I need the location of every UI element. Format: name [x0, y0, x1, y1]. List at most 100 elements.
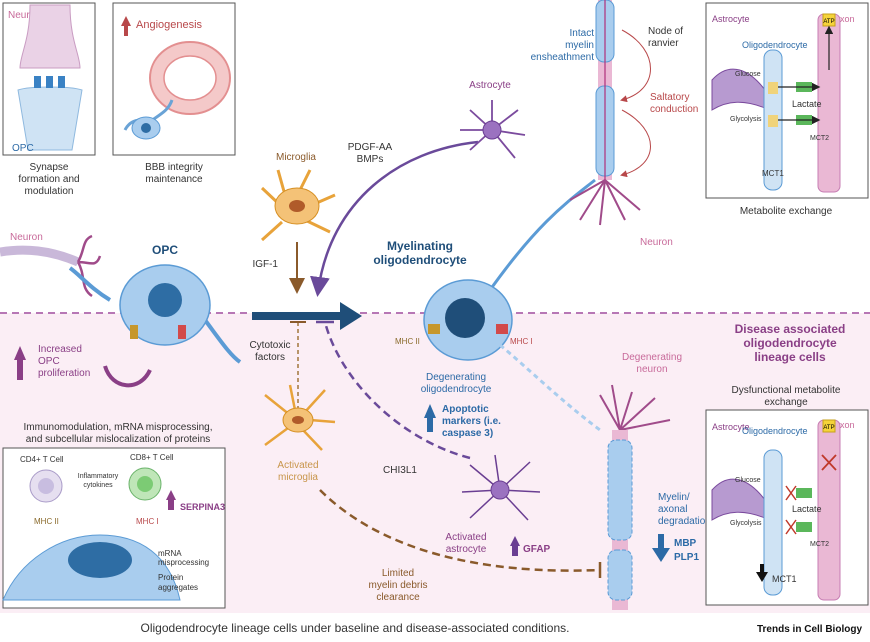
metab-mct2-label: MCT2: [810, 135, 829, 142]
activated-astrocyte-line2: astrocyte: [446, 544, 487, 555]
activated-astrocyte-cell: Activated astrocyte GFAP: [445, 454, 551, 556]
mbp-label: MBP: [674, 538, 697, 549]
degenerating-neuron: Degenerating neuron Myelin/ axonal degra…: [599, 352, 711, 610]
limited-debris-line3: clearance: [376, 592, 420, 603]
left-neuron-label: Neuron: [10, 232, 43, 243]
saltatory-label-line1: Saltatory: [650, 92, 689, 103]
activated-astrocyte-line1: Activated: [445, 532, 486, 543]
opc-label: OPC: [152, 243, 178, 257]
activated-microglia-cell: Activated microglia: [264, 384, 336, 483]
aggregates-line1: Protein: [158, 573, 183, 582]
mrna-line1: mRNA: [158, 549, 182, 558]
synapse-caption-line3: modulation: [25, 186, 74, 197]
apoptotic-line3: caspase 3): [442, 428, 493, 439]
left-neuron: Neuron: [0, 232, 102, 298]
degenerating-oligo-line1: Degenerating: [426, 372, 486, 383]
mct1-down-arrow-icon: [756, 564, 768, 582]
metab-atp-label: ATP: [823, 19, 834, 25]
degenerating-process: [499, 343, 601, 432]
myelin-axonal-line1: Myelin/: [658, 492, 690, 503]
figure-caption: Oligodendrocyte lineage cells under base…: [141, 621, 570, 635]
microglia-label: Microglia: [276, 152, 316, 163]
immuno-mhc1-label: MHC I: [136, 517, 159, 526]
panel-dysfunctional-metabolite: Dysfunctional metabolite exchange Astroc…: [705, 385, 869, 606]
mrna-line2: misprocessing: [158, 558, 209, 567]
immuno-title-line2: and subcellular mislocalization of prote…: [26, 434, 211, 445]
increased-opc-line1: Increased: [38, 344, 82, 355]
presynaptic-neuron-shape: [19, 4, 81, 69]
myelinating-label-line1: Myelinating: [387, 239, 453, 253]
degenerating-neuron-line1: Degenerating: [622, 352, 682, 363]
increased-opc-line3: proliferation: [38, 368, 90, 379]
bbb-caption-line2: maintenance: [145, 174, 203, 185]
opc-cell: OPC: [68, 243, 242, 364]
plp1-label: PLP1: [674, 552, 699, 563]
dysfunctional-title-line2: exchange: [764, 397, 808, 408]
immuno-mhc2-label: MHC II: [34, 517, 59, 526]
metab-axon-label: Axon: [834, 14, 855, 24]
mbp-down-arrow-icon: [652, 534, 670, 562]
activated-microglia-line1: Activated: [277, 460, 318, 471]
gfap-up-arrow-icon: [510, 536, 520, 556]
bbb-caption-line1: BBB integrity: [145, 162, 203, 173]
opc-process-shape: [17, 86, 83, 151]
dys-oligodendrocyte-label: Oligodendrocyte: [742, 426, 808, 436]
cytotoxic-line2: factors: [255, 352, 285, 363]
dys-lactate-label: Lactate: [792, 504, 822, 514]
angiogenesis-up-arrow-icon: [121, 16, 131, 36]
panel-immunomodulation: Immunomodulation, mRNA misprocessing, an…: [2, 422, 226, 609]
panel-metabolite-exchange: Astrocyte Oligodendrocyte Axon ATP Gluco…: [705, 2, 869, 217]
serpina3-up-arrow-icon: [166, 490, 176, 510]
activated-microglia-line2: microglia: [278, 472, 318, 483]
synapse-neuron-label: Neuron: [8, 10, 41, 21]
metab-caption: Metabolite exchange: [740, 206, 833, 217]
metab-glucose-label: Glucose: [735, 71, 761, 78]
disease-title-line1: Disease associated: [735, 322, 846, 336]
astrocyte-label: Astrocyte: [469, 80, 511, 91]
mhc2-label: MHC II: [395, 337, 420, 346]
proliferation-cycle-arrow-icon: [103, 365, 152, 388]
myelinating-oligodendrocyte: Myelinating oligodendrocyte MHC II MHC I: [373, 178, 596, 361]
mhc1-label: MHC I: [510, 337, 533, 346]
node-label-line2: ranvier: [648, 38, 679, 49]
differentiation-arrow: [252, 302, 362, 330]
cytokines-line1: Inflammatory: [78, 473, 119, 480]
cd8-label: CD8+ T Cell: [130, 453, 174, 462]
serpina3-label: SERPINA3: [180, 502, 225, 512]
degenerating-oligo-line2: oligodendrocyte: [421, 384, 492, 395]
journal-brand: Trends in Cell Biology: [757, 624, 862, 635]
aggregates-line2: aggregates: [158, 583, 198, 592]
myelinated-axon: Intact myelin ensheathment Node of ranvi…: [531, 0, 698, 248]
chi3l1-label: CHI3L1: [383, 465, 417, 476]
debris-clearance-dashed-path: [319, 489, 601, 572]
astrocyte-cell: Astrocyte: [460, 80, 526, 159]
limited-debris-line1: Limited: [382, 568, 414, 579]
panel-bbb: Angiogenesis BBB integrity maintenance: [112, 2, 236, 185]
intact-myelin-line3: ensheathment: [531, 52, 595, 63]
metab-oligodendrocyte-label: Oligodendrocyte: [742, 40, 808, 50]
cd4-label: CD4+ T Cell: [20, 455, 64, 464]
cytokines-line2: cytokines: [83, 482, 113, 489]
intact-myelin-line1: Intact: [570, 28, 595, 39]
disease-title-line3: lineage cells: [754, 350, 826, 364]
dys-astrocyte-label: Astrocyte: [712, 422, 750, 432]
intact-myelin-line2: myelin: [565, 40, 594, 51]
synapse-caption-line2: formation and: [18, 174, 79, 185]
dys-glycolysis-label: Glycolysis: [730, 520, 762, 527]
cytotoxic-line1: Cytotoxic: [249, 340, 290, 351]
igf1-label: IGF-1: [252, 259, 278, 270]
apoptotic-line1: Apoptotic: [442, 404, 489, 415]
dys-mct2-label: MCT2: [810, 541, 829, 548]
dys-mct1-label: MCT1: [772, 574, 797, 584]
pdgf-label: PDGF-AA: [348, 142, 393, 153]
metab-lactate-label: Lactate: [792, 99, 822, 109]
increased-opc-line2: OPC: [38, 356, 60, 367]
synapse-caption-line1: Synapse: [30, 162, 69, 173]
right-neuron-label: Neuron: [640, 237, 673, 248]
myelin-axonal-line2: axonal: [658, 504, 687, 515]
bmps-label: BMPs: [357, 154, 384, 165]
metab-glycolysis-label: Glycolysis: [730, 116, 762, 123]
synapse-opc-label: OPC: [12, 143, 34, 154]
dys-glucose-label: Glucose: [735, 477, 761, 484]
